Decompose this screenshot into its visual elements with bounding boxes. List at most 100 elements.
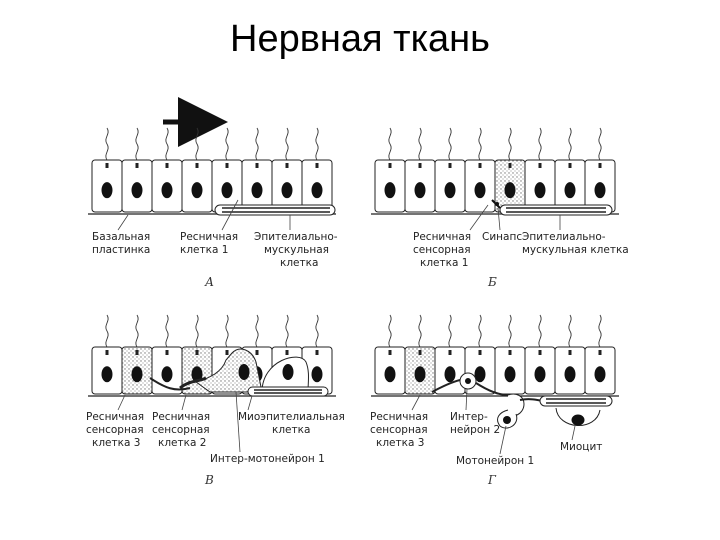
panel-b-letter: Б [487,275,497,289]
nucleus [444,182,456,199]
epithelial-cell [91,314,123,395]
panel-g-neurons [431,372,549,429]
panel-a [88,127,336,215]
nucleus [311,182,323,199]
nucleus [221,182,233,199]
label-g-sens3-2: сенсорная [370,424,428,436]
epithelial-cell [121,127,153,213]
nucleus [474,366,486,383]
panel-v-interneuron [149,348,263,393]
label-b-synapse: Синапс [482,231,522,243]
panel-a-muscle-fiber [214,204,336,216]
nucleus [101,182,113,199]
cilium [255,314,259,348]
epithelial-cell [434,314,466,395]
label-a-ciliated-1: Ресничная [180,231,238,243]
cilium [315,314,319,348]
epithelial-cell [584,314,616,395]
cilium [448,127,452,161]
cilium [225,314,229,348]
cilium [508,127,512,161]
cilium [598,127,602,161]
nucleus [414,182,426,199]
nucleus [594,182,606,199]
nucleus [564,182,576,199]
label-a-epimusc-3: клетка [280,257,318,269]
epithelial-cell [494,314,526,395]
label-v-sens2-3: клетка 2 [158,437,206,449]
nucleus [131,366,143,383]
cilium [568,127,572,161]
label-v-intermoto: Интер-мотонейрон 1 [210,453,325,465]
cilium [478,127,482,161]
label-v-myoep-1: Миоэпителиальная [238,411,345,423]
epithelial-cell [524,127,556,213]
nucleus [161,182,173,199]
panel-g [371,314,619,397]
cilium [135,314,139,348]
panel-g-myocyte [539,395,613,426]
epithelial-cell [181,127,213,213]
epithelial-cell [494,127,526,213]
epithelial-cell [241,127,273,213]
epithelial-cell [374,127,406,213]
cilium [508,314,512,348]
page-title: Нервная ткань [230,18,490,60]
label-b-sens-1: Ресничная [413,231,471,243]
label-a-ciliated-2: клетка 1 [180,244,228,256]
cilium [418,127,422,161]
epithelial-cell [374,314,406,395]
epithelial-cell [271,127,303,213]
panel-a-letter: А [204,275,214,289]
epithelial-cell [301,127,333,213]
nucleus [131,182,143,199]
panel-b [371,127,619,215]
epithelial-cell [554,314,586,395]
nucleus [504,366,516,383]
cilium [165,314,169,348]
panel-v-letter: В [204,473,214,487]
label-v-sens3-3: клетка 3 [92,437,140,449]
cilium [538,314,542,348]
panel-g-letter: Г [487,473,497,487]
cilium [105,127,109,161]
nucleus [414,366,426,383]
epithelial-cell [404,127,436,213]
label-g-inter-1: Интер- [450,411,488,423]
label-g-moto: Мотонейрон 1 [456,455,534,467]
nucleus [534,182,546,199]
nucleus [534,366,546,383]
label-g-sens3-3: клетка 3 [376,437,424,449]
cilium [135,127,139,161]
nucleus [101,366,113,383]
label-a-basal-2: пластинка [92,244,150,256]
epithelial-cell [554,127,586,213]
epithelial-cell [121,314,153,395]
epithelial-cell [151,127,183,213]
panel-v-myoepithelial-cell [261,356,309,393]
nucleus [594,366,606,383]
label-a-epimusc-1: Эпителиально- [254,231,338,243]
cilium [105,314,109,348]
label-a-basal-1: Базальная [92,231,150,243]
label-v-sens2-1: Ресничная [152,411,210,423]
cilium [285,127,289,161]
nucleus [191,182,203,199]
cilium [448,314,452,348]
epithelial-cell [404,314,436,395]
panel-b-muscle-fiber [499,204,613,216]
cilium [478,314,482,348]
nucleus [191,366,203,383]
label-g-sens3-1: Ресничная [370,411,428,423]
label-b-sens-3: клетка 1 [420,257,468,269]
cilium [568,314,572,348]
label-g-myocyte: Миоцит [560,441,602,453]
cilium [255,127,259,161]
epithelial-cell [211,127,243,213]
label-b-epimusc-2: мускульная клетка [522,244,629,256]
cilium [195,127,199,161]
label-v-myoep-2: клетка [272,424,310,436]
label-v-sens3-1: Ресничная [86,411,144,423]
nucleus [474,182,486,199]
cilium [418,314,422,348]
